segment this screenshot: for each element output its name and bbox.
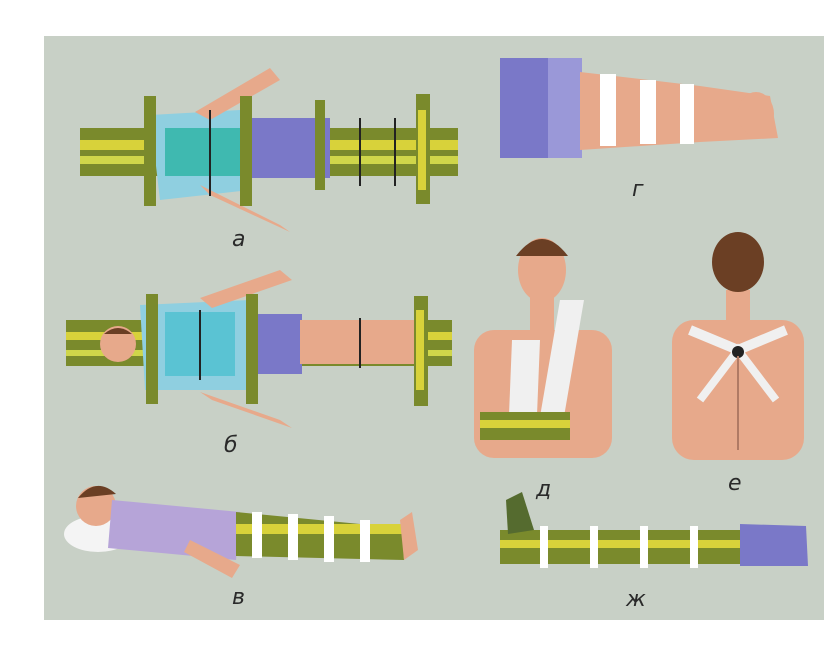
- panel-label-g: г: [632, 177, 644, 202]
- panel-label-d: д: [535, 477, 551, 502]
- panel-label-a: а: [232, 227, 245, 252]
- panel-label-v: в: [232, 585, 245, 610]
- panel-label-b: б: [224, 433, 238, 458]
- panel-label-e: е: [728, 471, 742, 496]
- panel-label-zh: ж: [625, 587, 646, 612]
